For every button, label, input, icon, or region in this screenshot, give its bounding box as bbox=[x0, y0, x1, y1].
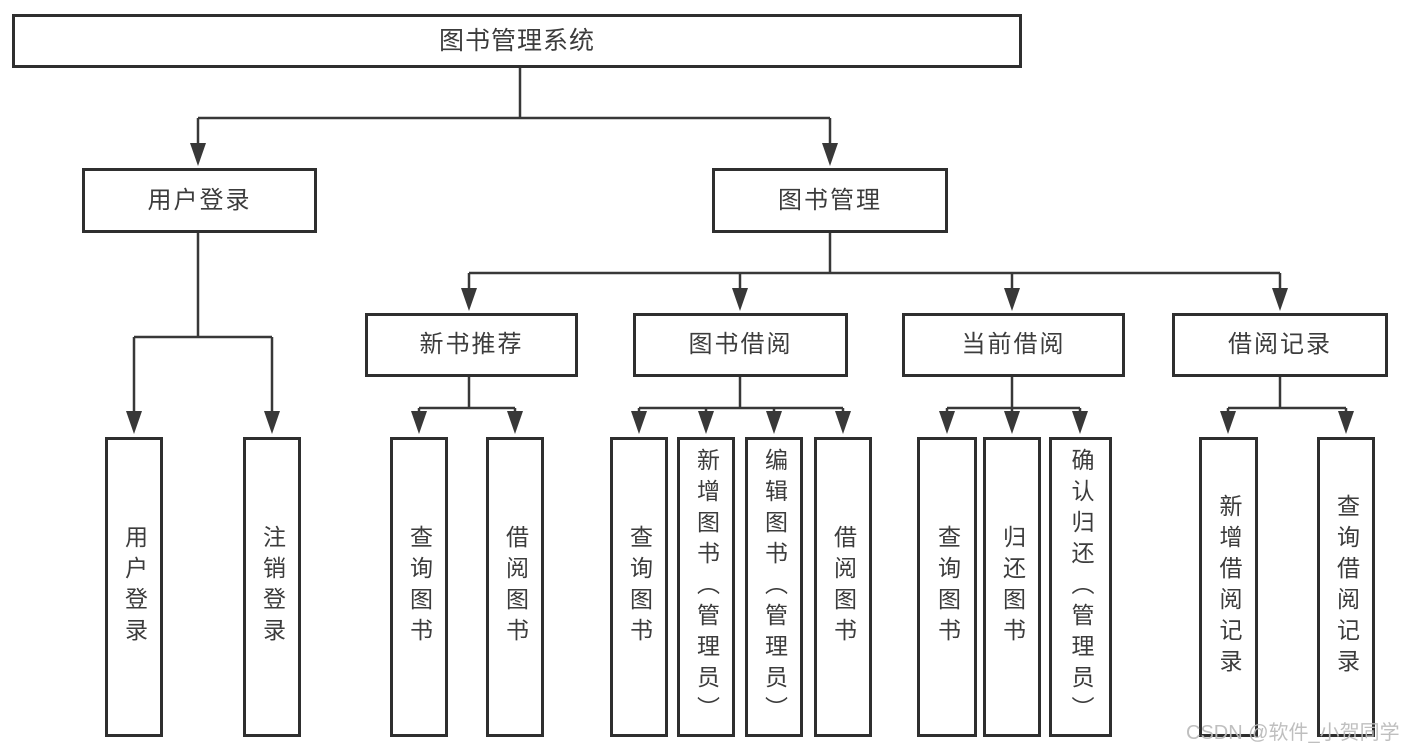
node-book-management: 图书管理 bbox=[712, 168, 948, 233]
node-borrowing-records: 借阅记录 bbox=[1172, 313, 1388, 377]
leaf-records-add-record-label: 新增借阅记录 bbox=[1216, 494, 1242, 680]
node-root-label: 图书管理系统 bbox=[438, 26, 595, 55]
leaf-recommend-borrow-books: 借阅图书 bbox=[486, 437, 544, 737]
leaf-borrowing-borrow-books-label: 借阅图书 bbox=[830, 525, 857, 649]
node-current-borrowing: 当前借阅 bbox=[902, 313, 1125, 377]
node-new-book-recommend: 新书推荐 bbox=[365, 313, 578, 377]
leaf-logout: 注销登录 bbox=[243, 437, 301, 737]
leaf-logout-label: 注销登录 bbox=[259, 525, 286, 649]
node-book-management-label: 图书管理 bbox=[778, 186, 882, 214]
leaf-borrowing-borrow-books: 借阅图书 bbox=[814, 437, 872, 737]
leaf-borrowing-edit-books: 编辑图书（管理员） bbox=[745, 437, 803, 737]
leaf-recommend-query-books-label: 查询图书 bbox=[406, 525, 433, 649]
leaf-records-query-record-label: 查询借阅记录 bbox=[1333, 494, 1360, 680]
watermark: CSDN @软件_小贺同学 bbox=[1186, 722, 1400, 744]
leaf-user-login: 用户登录 bbox=[105, 437, 163, 737]
node-new-book-recommend-label: 新书推荐 bbox=[419, 331, 524, 358]
leaf-current-query-books: 查询图书 bbox=[917, 437, 977, 737]
arrowheads bbox=[126, 143, 1354, 434]
leaf-borrowing-query-books: 查询图书 bbox=[610, 437, 668, 737]
node-book-borrowing-label: 图书借阅 bbox=[688, 331, 793, 358]
leaf-records-add-record: 新增借阅记录 bbox=[1199, 437, 1258, 737]
leaf-recommend-borrow-books-label: 借阅图书 bbox=[502, 525, 529, 649]
node-borrowing-records-label: 借阅记录 bbox=[1228, 331, 1332, 358]
node-user-login: 用户登录 bbox=[82, 168, 317, 233]
leaf-borrowing-add-books-label: 新增图书（管理员） bbox=[693, 447, 720, 727]
node-current-borrowing-label: 当前借阅 bbox=[961, 331, 1066, 358]
leaf-current-query-books-label: 查询图书 bbox=[934, 525, 961, 649]
leaf-current-return-books: 归还图书 bbox=[983, 437, 1041, 737]
node-root: 图书管理系统 bbox=[12, 14, 1022, 68]
leaf-current-confirm-return-label: 确认归还（管理员） bbox=[1068, 447, 1094, 727]
leaf-current-return-books-label: 归还图书 bbox=[999, 525, 1026, 649]
leaf-recommend-query-books: 查询图书 bbox=[390, 437, 448, 737]
leaf-records-query-record: 查询借阅记录 bbox=[1317, 437, 1375, 737]
node-book-borrowing: 图书借阅 bbox=[633, 313, 848, 377]
leaf-borrowing-query-books-label: 查询图书 bbox=[626, 525, 653, 649]
leaf-current-confirm-return: 确认归还（管理员） bbox=[1049, 437, 1112, 737]
leaf-user-login-label: 用户登录 bbox=[121, 525, 148, 649]
leaf-borrowing-edit-books-label: 编辑图书（管理员） bbox=[761, 447, 788, 727]
node-user-login-label: 用户登录 bbox=[147, 186, 252, 214]
leaf-borrowing-add-books: 新增图书（管理员） bbox=[677, 437, 735, 737]
